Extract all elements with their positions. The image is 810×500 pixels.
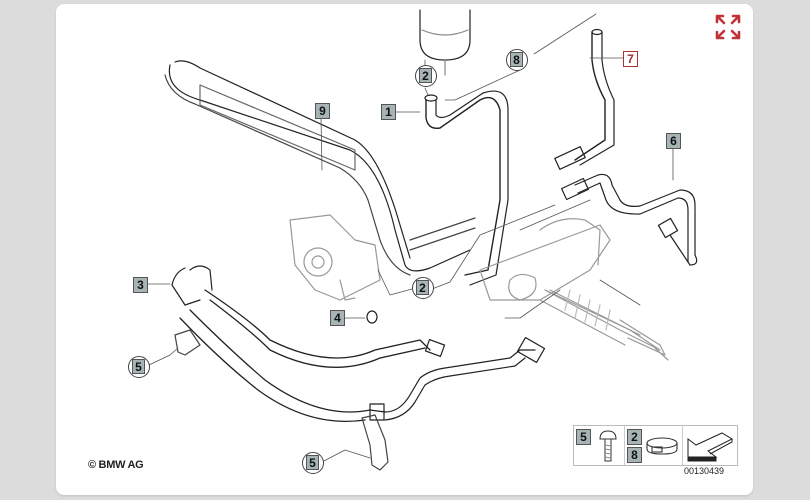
part-label-6[interactable]: 6 <box>666 133 681 149</box>
steering-rack-drawing <box>479 218 669 361</box>
seal-ring-4 <box>366 310 378 324</box>
expand-arrows-icon[interactable] <box>715 14 741 40</box>
part-label-4[interactable]: 4 <box>330 310 345 326</box>
part-label-5-bottom-text: 5 <box>306 455 319 470</box>
part-label-8-text: 8 <box>510 52 523 67</box>
cooler-hose-9 <box>164 60 476 276</box>
part-label-7[interactable]: 7 <box>623 51 638 67</box>
hose-7 <box>554 28 615 170</box>
part-label-5-left[interactable]: 5 <box>128 356 150 378</box>
legend-divider <box>624 426 625 465</box>
part-label-9[interactable]: 9 <box>315 103 330 119</box>
legend-bolt-label[interactable]: 5 <box>576 429 591 445</box>
part-label-5-bottom[interactable]: 5 <box>302 452 324 474</box>
part-label-2-middle[interactable]: 2 <box>412 277 434 299</box>
hose-clamp-icon <box>646 437 678 455</box>
part-label-1[interactable]: 1 <box>381 104 396 120</box>
hose-1 <box>424 90 509 286</box>
bracket-drawings <box>174 329 389 471</box>
copyright-text: © BMW AG <box>88 459 144 471</box>
pump-drawing <box>289 214 381 301</box>
fastener-legend: 5 2 8 <box>573 425 738 466</box>
part-label-2-top[interactable]: 2 <box>415 65 437 87</box>
legend-clamp-label-top[interactable]: 2 <box>627 429 642 445</box>
reservoir-drawing <box>419 9 471 76</box>
part-label-2-top-text: 2 <box>419 68 432 83</box>
bolt-icon <box>599 430 617 462</box>
part-label-2-middle-text: 2 <box>416 280 429 295</box>
drawing-code: 00130439 <box>684 466 725 476</box>
hose-6 <box>560 173 698 266</box>
direction-arrow-icon <box>687 432 734 462</box>
part-label-3[interactable]: 3 <box>133 277 148 293</box>
hose-3-assembly <box>171 265 546 423</box>
legend-divider <box>682 426 683 465</box>
part-label-8[interactable]: 8 <box>506 49 528 71</box>
part-label-5-left-text: 5 <box>132 359 145 374</box>
leader-lines <box>146 13 674 463</box>
legend-clamp-label-bottom[interactable]: 8 <box>627 447 642 463</box>
